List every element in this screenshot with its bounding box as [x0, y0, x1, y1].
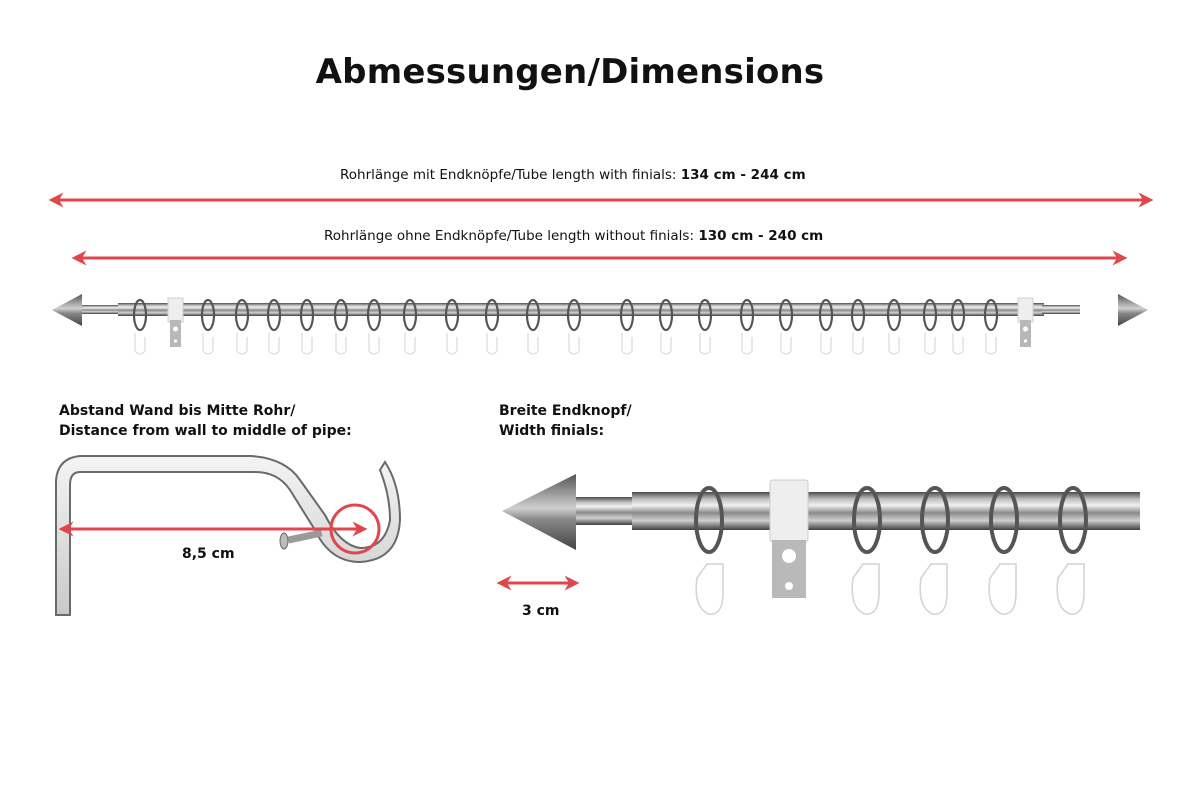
tube-length-with-finials-value: 134 cm - 244 cm: [680, 167, 806, 183]
wall-bracket-detail: [55, 455, 402, 616]
rod-bracket-right: [1017, 297, 1034, 347]
wall-distance-value: 8,5 cm: [182, 546, 235, 562]
finial-right: [1118, 294, 1148, 326]
finial-left: [52, 294, 82, 326]
rod-bracket-left: [167, 297, 184, 347]
bracket-screw: [279, 529, 323, 550]
finial-detail-rings: [694, 486, 1088, 554]
tube-length-without-finials-value: 130 cm - 240 cm: [698, 228, 824, 244]
finial-detail: [496, 474, 1140, 615]
finial-width-label: Breite Endknopf/ Width finials:: [499, 401, 632, 441]
tube-length-without-finials-label: Rohrlänge ohne Endknöpfe/Tube length wit…: [324, 228, 695, 244]
curtain-rod-full: [52, 294, 1148, 355]
tube-length-with-finials-label: Rohrlänge mit Endknöpfe/Tube length with…: [340, 167, 677, 183]
finial-width-value: 3 cm: [522, 603, 560, 619]
finial-width-label-line2: Width finials:: [499, 423, 605, 439]
tube-length-without-finials: Rohrlänge ohne Endknöpfe/Tube length wit…: [324, 228, 823, 244]
tube-length-with-finials: Rohrlänge mit Endknöpfe/Tube length with…: [340, 167, 806, 183]
wall-distance-label: Abstand Wand bis Mitte Rohr/ Distance fr…: [59, 401, 352, 441]
wall-distance-label-line2: Distance from wall to middle of pipe:: [59, 423, 352, 439]
wall-distance-label-line1: Abstand Wand bis Mitte Rohr/: [59, 403, 296, 419]
curtain-hooks: [134, 333, 997, 355]
finial-width-label-line1: Breite Endknopf/: [499, 403, 632, 419]
page-title: Abmessungen/Dimensions: [315, 52, 825, 92]
curtain-rings: [132, 298, 999, 332]
finial-detail-hooks: [695, 563, 1085, 615]
finial-detail-bracket: [769, 479, 809, 598]
finial-cone: [502, 474, 576, 550]
